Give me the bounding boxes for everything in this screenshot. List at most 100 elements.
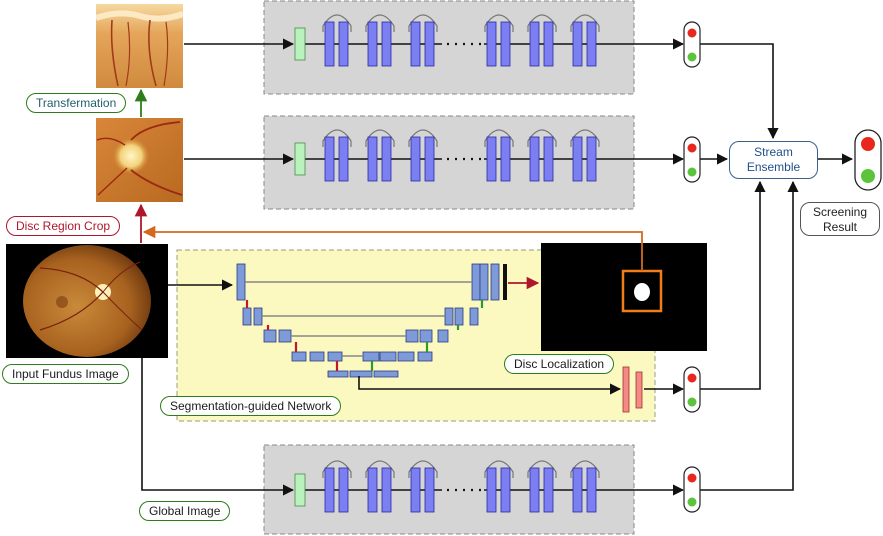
- skip-connection-arc: [408, 14, 438, 32]
- decoder-block: [417, 351, 433, 362]
- conv-block: [572, 21, 583, 67]
- bottleneck-block: [349, 370, 373, 378]
- decoder-block: [479, 263, 489, 301]
- decoder-block: [444, 307, 454, 326]
- decoder-block: [454, 307, 464, 326]
- conv-block: [486, 136, 497, 182]
- encoder-block: [327, 351, 343, 362]
- conv-block: [410, 467, 421, 513]
- skip-connection-arc: [527, 129, 557, 147]
- conv-block: [586, 467, 597, 513]
- skip-connection-arc: [322, 14, 352, 32]
- conv-block: [324, 467, 335, 513]
- conv-block: [543, 136, 554, 182]
- disc-localization-map: [541, 243, 707, 351]
- traffic-light-global: [683, 466, 701, 513]
- segmentation-unet: [236, 263, 643, 413]
- conv-block: [500, 21, 511, 67]
- conv-block: [529, 467, 540, 513]
- skip-connection-arc: [570, 129, 600, 147]
- conv-block: [572, 467, 583, 513]
- output-layer: [503, 264, 507, 300]
- decoder-block: [490, 263, 500, 301]
- skip-connection-arc: [322, 460, 352, 478]
- arrow-localization-to-crop: [142, 225, 643, 271]
- polar-transformed-image: [95, 4, 184, 88]
- fc-block: [622, 366, 630, 413]
- conv-block: [572, 136, 583, 182]
- screening-result-line1: Screening: [812, 205, 868, 219]
- arrow-light1-to-ensemble: [700, 43, 779, 140]
- disc-region-crop-label: Disc Region Crop: [6, 216, 121, 236]
- input-fundus-image-label: Input Fundus Image: [2, 364, 129, 384]
- skip-connection-arc: [527, 14, 557, 32]
- conv-block: [486, 467, 497, 513]
- screening-result-label: Screening Result: [800, 202, 880, 236]
- conv-block: [424, 136, 435, 182]
- arrow-bottleneck-to-fc: [358, 376, 622, 395]
- stream-ensemble-line1: Stream: [754, 145, 793, 159]
- conv-block: [324, 21, 335, 67]
- conv-block: [500, 136, 511, 182]
- skip-connection-arc: [570, 460, 600, 478]
- encoder-block: [263, 329, 277, 343]
- skip-connection-arc: [408, 460, 438, 478]
- decoder-block: [362, 351, 380, 362]
- input-layer-block: [294, 473, 306, 507]
- skip-connection-arc: [484, 129, 514, 147]
- conv-block: [410, 136, 421, 182]
- conv-block: [500, 467, 511, 513]
- conv-block: [586, 136, 597, 182]
- cnn-stream-3: [294, 460, 633, 513]
- conv-block: [586, 21, 597, 67]
- skip-connection-arc: [365, 129, 395, 147]
- conv-block: [381, 21, 392, 67]
- conv-block: [367, 467, 378, 513]
- skip-connection-arc: [365, 14, 395, 32]
- conv-block: [367, 136, 378, 182]
- disc-crop-image: [96, 118, 183, 202]
- encoder-block: [278, 329, 292, 343]
- traffic-light-result: [854, 129, 882, 191]
- skip-connection-arc: [484, 460, 514, 478]
- decoder-block: [397, 351, 415, 362]
- arrow-input-to-global: [141, 358, 295, 496]
- arrow-light4-to-ensemble: [700, 180, 799, 491]
- conv-block: [381, 467, 392, 513]
- skip-connection-arc: [322, 129, 352, 147]
- bottleneck-block: [327, 370, 349, 378]
- input-fundus-image: [6, 244, 168, 358]
- conv-block: [381, 136, 392, 182]
- skip-connection-arc: [527, 460, 557, 478]
- encoder-block: [236, 263, 246, 301]
- conv-block: [338, 136, 349, 182]
- cnn-stream-1: [294, 14, 633, 67]
- decoder-block: [405, 329, 419, 343]
- global-image-label: Global Image: [139, 501, 231, 521]
- conv-block: [338, 467, 349, 513]
- conv-block: [338, 21, 349, 67]
- screening-result-line2: Result: [822, 220, 857, 234]
- conv-block: [529, 21, 540, 67]
- input-layer-block: [294, 27, 306, 61]
- disc-localization-label: Disc Localization: [504, 354, 615, 374]
- decoder-block: [471, 263, 481, 301]
- skip-connection-arc: [365, 460, 395, 478]
- decoder-block: [379, 351, 397, 362]
- encoder-block: [242, 307, 252, 326]
- decoder-block: [469, 307, 479, 326]
- conv-block: [424, 21, 435, 67]
- bottleneck-block: [373, 370, 399, 378]
- conv-block: [529, 136, 540, 182]
- segmentation-network-label: Segmentation-guided Network: [160, 396, 342, 416]
- conv-block: [410, 21, 421, 67]
- stream-ensemble-box: Stream Ensemble: [729, 141, 818, 179]
- conv-block: [424, 467, 435, 513]
- conv-block: [324, 136, 335, 182]
- traffic-light-disc: [683, 136, 701, 183]
- encoder-block: [291, 351, 307, 362]
- skip-connection-arc: [408, 129, 438, 147]
- conv-block: [367, 21, 378, 67]
- conv-block: [543, 467, 554, 513]
